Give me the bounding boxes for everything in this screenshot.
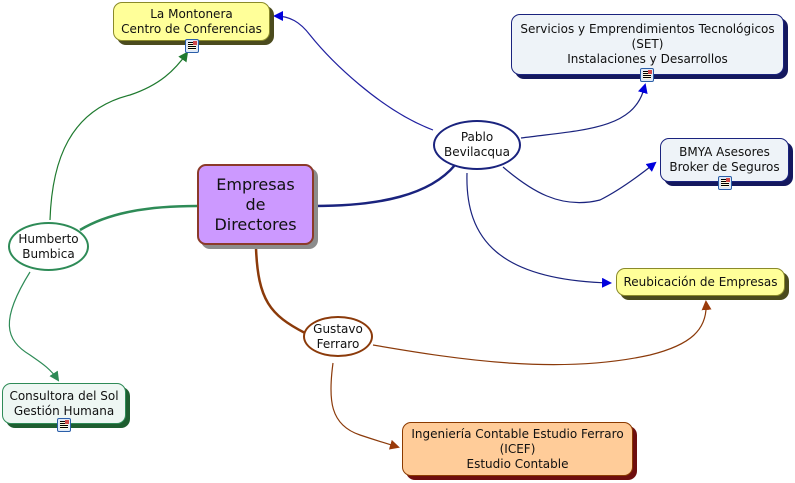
company-acronym: (ICEF): [499, 441, 536, 456]
link-gustavo-icef: [330, 362, 400, 450]
person-last-name: Ferraro: [316, 336, 360, 351]
company-acronym: (SET): [631, 37, 664, 51]
person-last-name: Bumbica: [22, 246, 75, 261]
company-name: BMYA Asesores: [679, 145, 770, 159]
company-node-montonera[interactable]: La Montonera Centro de Conferencias: [113, 2, 270, 41]
central-node[interactable]: Empresas de Directores: [197, 164, 314, 245]
central-line-3: Directores: [214, 214, 297, 234]
link-central-gustavo: [254, 247, 306, 335]
company-name: Servicios y Emprendimientos Tecnológicos: [520, 22, 775, 36]
central-line-1: Empresas: [216, 174, 295, 194]
company-node-set[interactable]: Servicios y Emprendimientos Tecnológicos…: [511, 14, 784, 75]
link-humberto-consultora: [8, 271, 60, 382]
person-node-humberto[interactable]: Humberto Bumbica: [8, 222, 89, 271]
link-gustavo-reubicacion: [372, 300, 712, 366]
company-node-consultora[interactable]: Consultora del Sol Gestión Humana: [2, 383, 126, 424]
link-pablo-set: [520, 83, 648, 139]
link-pablo-bmya: [502, 161, 657, 204]
person-first-name: Gustavo: [313, 321, 363, 336]
link-humberto-montonera: [49, 51, 189, 221]
document-icon[interactable]: [718, 176, 732, 190]
document-icon[interactable]: [57, 418, 71, 432]
person-node-gustavo[interactable]: Gustavo Ferraro: [303, 316, 373, 357]
person-node-pablo[interactable]: Pablo Bevilacqua: [433, 120, 521, 170]
company-name: Reubicación de Empresas: [623, 274, 778, 289]
person-last-name: Bevilacqua: [444, 145, 510, 159]
company-name: Consultora del Sol: [9, 388, 119, 403]
document-icon[interactable]: [185, 39, 199, 53]
company-name: Ingeniería Contable Estudio Ferraro: [411, 426, 624, 441]
company-node-icef[interactable]: Ingeniería Contable Estudio Ferraro (ICE…: [402, 422, 633, 476]
link-central-pablo: [313, 164, 456, 208]
person-first-name: Humberto: [18, 231, 79, 246]
document-icon[interactable]: [640, 68, 654, 82]
company-subtitle: Broker de Seguros: [669, 160, 780, 174]
company-subtitle: Gestión Humana: [13, 403, 115, 418]
link-pablo-reubicacion: [466, 172, 612, 288]
company-subtitle: Instalaciones y Desarrollos: [567, 52, 728, 66]
company-name: La Montonera: [150, 6, 233, 21]
link-central-humberto: [79, 204, 198, 232]
person-first-name: Pablo: [460, 130, 494, 144]
central-line-2: de: [245, 194, 266, 214]
company-subtitle: Estudio Contable: [466, 456, 569, 471]
company-node-reubicacion[interactable]: Reubicación de Empresas: [616, 268, 785, 296]
company-node-bmya[interactable]: BMYA Asesores Broker de Seguros: [660, 138, 789, 182]
link-pablo-montonera: [273, 11, 434, 131]
company-subtitle: Centro de Conferencias: [121, 21, 262, 36]
